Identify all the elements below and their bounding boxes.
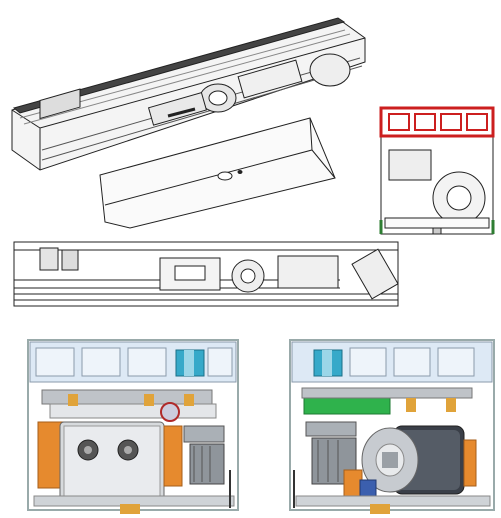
- section-motor-side-view: [286, 330, 498, 516]
- elevation-bracket: [39, 247, 59, 271]
- isometric-operator-drawing: [11, 17, 366, 229]
- section-gear-block: [388, 149, 432, 181]
- side-elevation-view: [10, 236, 405, 312]
- section-gearbox-side-view: [24, 330, 242, 516]
- orange-side-right: [163, 425, 183, 487]
- motor-end: [309, 53, 351, 87]
- red-profile-section-view: [375, 100, 501, 240]
- side-elevation-drawing: [13, 241, 399, 307]
- elevation-motor: [351, 248, 399, 300]
- carriage-block: [39, 88, 81, 120]
- cover-panel: [99, 117, 336, 229]
- track-rail: [12, 17, 346, 114]
- red-profile-section-drawing: [379, 106, 495, 235]
- cover-hole: [217, 171, 233, 181]
- mid-plate: [49, 403, 217, 419]
- gear-housing: [147, 92, 208, 126]
- orange-accent: [343, 469, 363, 497]
- section-gearbox-side-render: [27, 339, 239, 514]
- elevation-board: [277, 255, 339, 289]
- control-board: [237, 59, 303, 99]
- section-motor-side-render: [289, 339, 495, 514]
- green-board: [303, 397, 391, 415]
- isometric-operator-view: [0, 0, 370, 230]
- highlighted-profile: [379, 106, 495, 138]
